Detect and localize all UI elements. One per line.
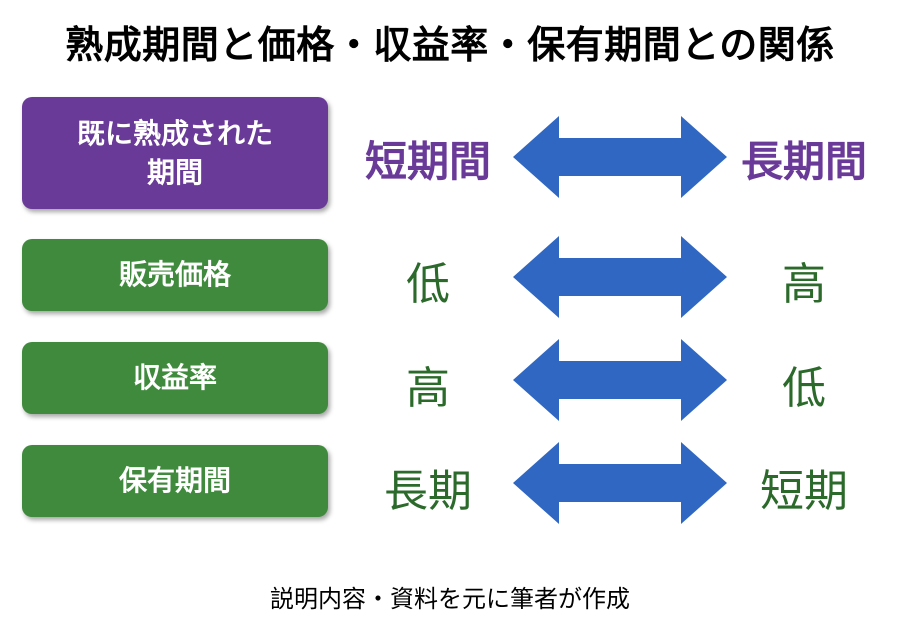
value-holding-period-long: 長期 [384,466,472,517]
label-box-sale-price: 販売価格 [22,239,328,311]
value-return-rate-high: 高 [406,363,450,414]
label-box-holding-period: 保有期間 [22,445,328,517]
source-note: 説明内容・資料を元に筆者が作成 [270,585,630,613]
value-holding-period-short: 短期 [760,466,848,517]
double-headed-arrow-icon [513,339,727,421]
double-headed-arrow-icon [513,236,727,318]
label-holding-period: 保有期間 [118,464,231,498]
label-aged-period: 既に熟成された 期間 [76,116,273,189]
value-long-period: 長期間 [740,137,867,186]
value-sale-price-high: 高 [782,259,826,310]
value-sale-price-low: 低 [406,259,450,310]
label-box-aged-period: 既に熟成された 期間 [22,97,328,209]
page-title: 熟成期間と価格・収益率・保有期間との関係 [65,23,835,67]
double-headed-arrow-icon [513,116,727,198]
label-box-return-rate: 収益率 [22,342,328,414]
value-short-period: 短期間 [364,137,491,186]
double-headed-arrow-icon [513,442,727,524]
label-return-rate: 収益率 [132,361,217,395]
value-return-rate-low: 低 [782,363,826,414]
label-sale-price: 販売価格 [118,258,231,292]
